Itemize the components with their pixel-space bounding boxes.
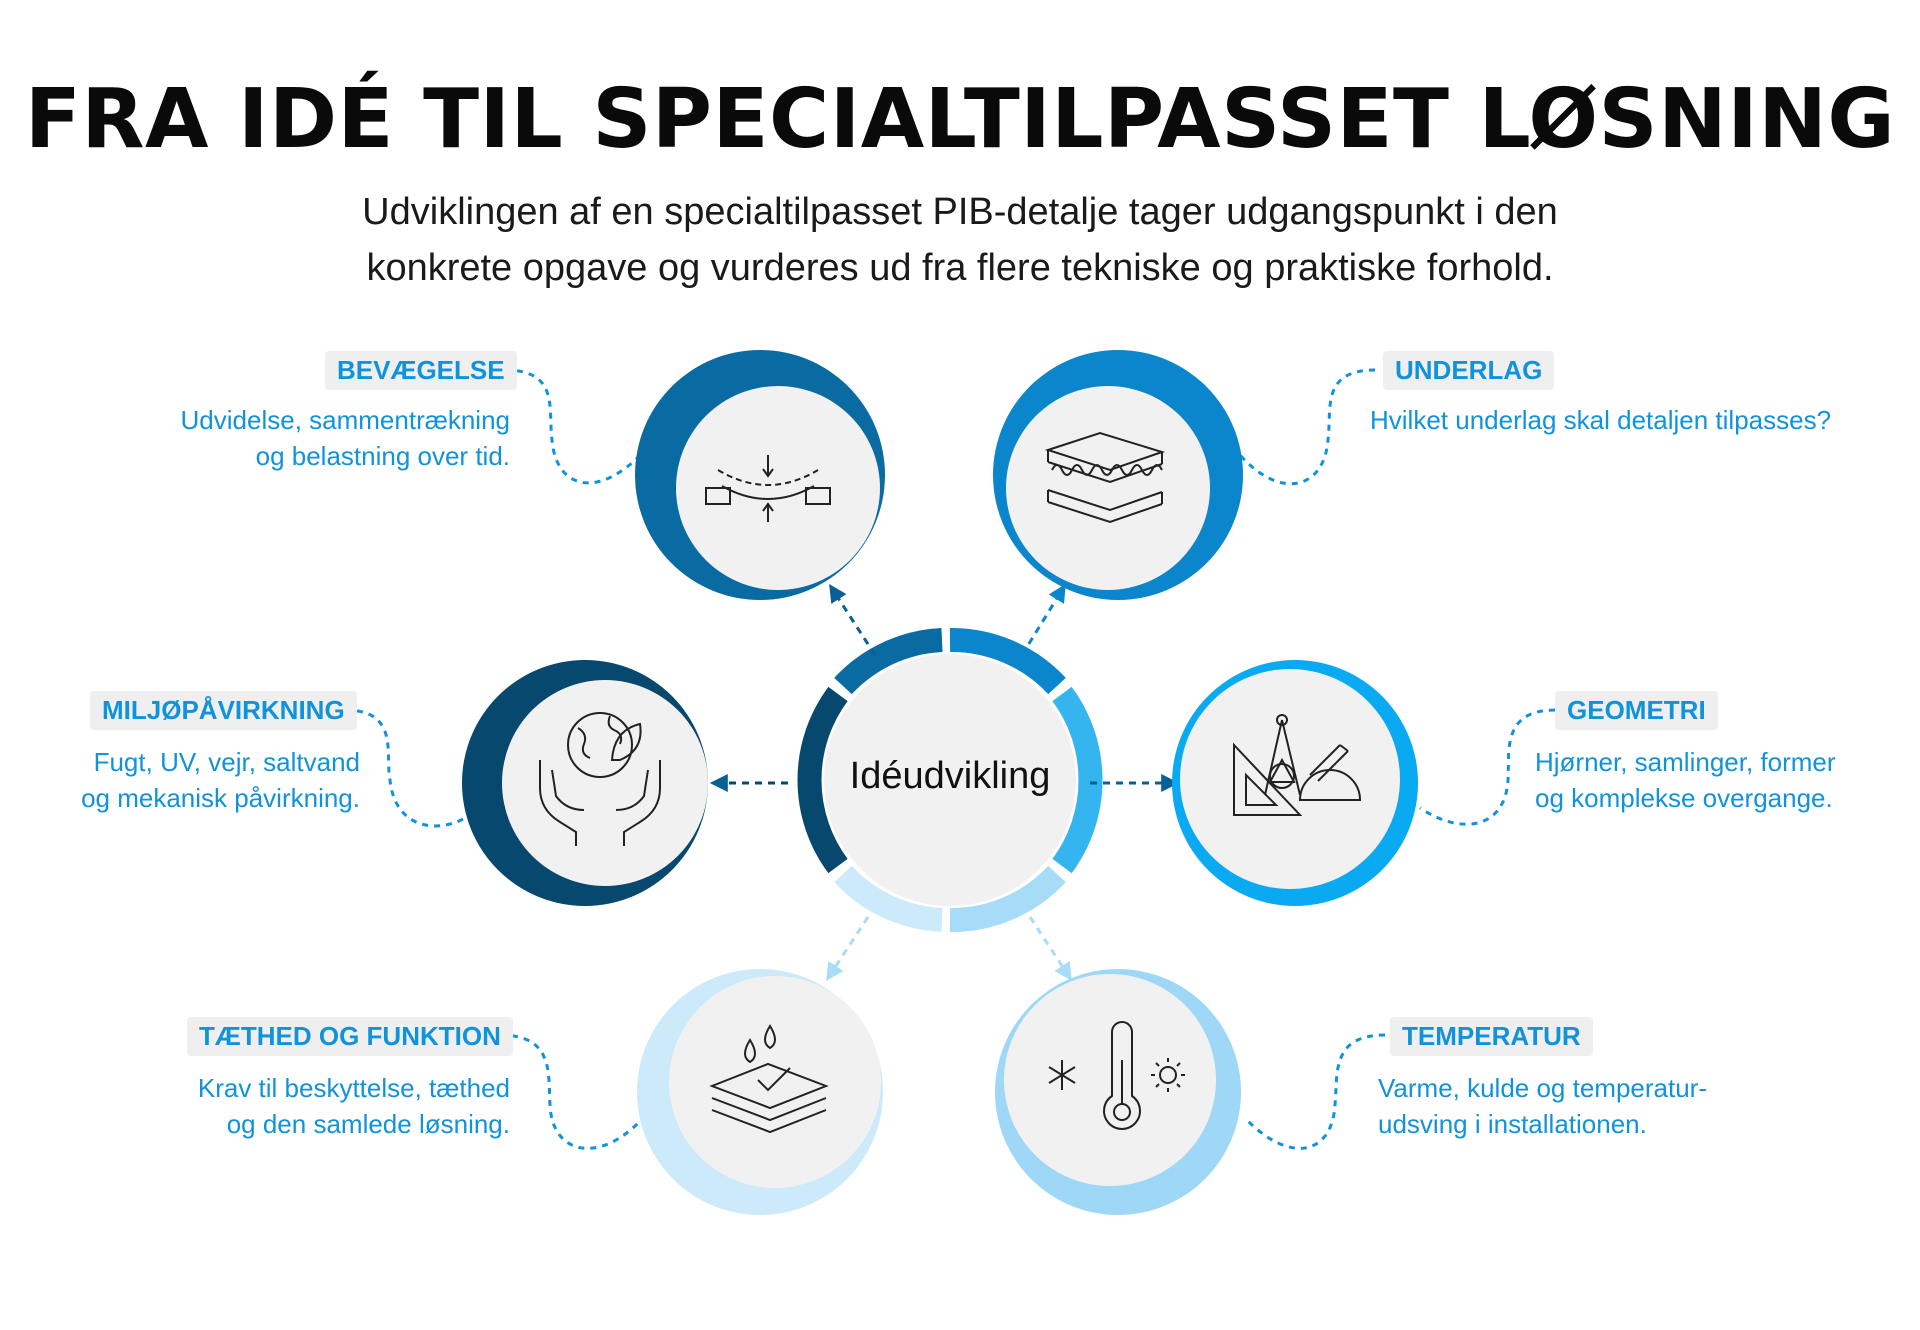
node-underlag bbox=[993, 350, 1243, 600]
label-underlag-title: UNDERLAG bbox=[1383, 351, 1555, 390]
waterproof-layers-icon bbox=[709, 1024, 829, 1134]
label-taethed-desc-line-2: og den samlede løsning. bbox=[226, 1109, 510, 1139]
label-miljo-desc-line-1: Fugt, UV, vejr, saltvand bbox=[93, 747, 360, 777]
label-temperatur-desc: Varme, kulde og temperatur- udsving i in… bbox=[1378, 1070, 1707, 1142]
label-miljo-desc-line-2: og mekanisk påvirkning. bbox=[81, 783, 360, 813]
label-bevaegelse-desc-line-2: og belastning over tid. bbox=[255, 441, 510, 471]
center-ring-segment-3 bbox=[949, 865, 1066, 933]
label-taethed-desc-line-1: Krav til beskyttelse, tæthed bbox=[197, 1073, 510, 1103]
subtitle-line-1: Udviklingen af en specialtilpasset PIB-d… bbox=[362, 191, 1558, 233]
label-bevaegelse-desc: Udvidelse, sammentrækning og belastning … bbox=[130, 402, 510, 474]
subtitle-line-2: konkrete opgave og vurderes ud fra flere… bbox=[366, 247, 1554, 289]
center-ring bbox=[797, 627, 1103, 933]
label-underlag-desc-line-1: Hvilket underlag skal detaljen tilpasses… bbox=[1370, 405, 1832, 435]
page-title: FRA IDÉ TIL SPECIALTILPASSET LØSNING bbox=[24, 72, 1896, 167]
label-temperatur-desc-line-1: Varme, kulde og temperatur- bbox=[1378, 1073, 1707, 1103]
label-geometri-desc: Hjørner, samlinger, former og komplekse … bbox=[1535, 744, 1836, 816]
thermometer-icon bbox=[1103, 1021, 1141, 1130]
node-taethed bbox=[637, 969, 883, 1215]
material-layers-icon bbox=[1044, 431, 1166, 524]
center-ring-segment-6 bbox=[834, 628, 943, 695]
drafting-tools-icon bbox=[1233, 714, 1362, 816]
label-temperatur-desc-line-2: udsving i installationen. bbox=[1378, 1109, 1647, 1139]
center-label: Idéudvikling bbox=[849, 755, 1051, 797]
center-ring-segment-2 bbox=[1052, 686, 1103, 874]
center-ring-segment-5 bbox=[797, 686, 848, 874]
node-geometri bbox=[1172, 660, 1418, 906]
arrows bbox=[709, 583, 1180, 982]
beam-bending-icon bbox=[705, 455, 831, 522]
node-temperatur bbox=[995, 969, 1241, 1215]
hands-globe-leaf-icon bbox=[539, 712, 661, 846]
label-underlag-desc: Hvilket underlag skal detaljen tilpasses… bbox=[1370, 402, 1831, 438]
label-connectors bbox=[344, 368, 1556, 1150]
node-bevaegelse bbox=[635, 350, 885, 600]
label-geometri-title: GEOMETRI bbox=[1555, 691, 1718, 730]
label-taethed-desc: Krav til beskyttelse, tæthed og den saml… bbox=[110, 1070, 510, 1142]
center-ring-segment-1 bbox=[949, 627, 1066, 695]
node-miljo bbox=[462, 660, 708, 906]
center-ring-segment-4 bbox=[834, 865, 943, 932]
label-miljo-desc: Fugt, UV, vejr, saltvand og mekanisk påv… bbox=[40, 744, 360, 816]
label-geometri-desc-line-2: og komplekse overgange. bbox=[1535, 783, 1833, 813]
page-subtitle: Udviklingen af en specialtilpasset PIB-d… bbox=[260, 184, 1660, 296]
sun-icon bbox=[1151, 1058, 1185, 1092]
label-bevaegelse-title: BEVÆGELSE bbox=[325, 351, 517, 390]
label-taethed-title: TÆTHED OG FUNKTION bbox=[187, 1017, 513, 1056]
label-bevaegelse-desc-line-1: Udvidelse, sammentrækning bbox=[180, 405, 510, 435]
label-temperatur-title: TEMPERATUR bbox=[1390, 1017, 1593, 1056]
label-geometri-desc-line-1: Hjørner, samlinger, former bbox=[1535, 747, 1836, 777]
snowflake-icon bbox=[1048, 1060, 1076, 1090]
label-miljo-title: MILJØPÅVIRKNING bbox=[90, 691, 357, 730]
